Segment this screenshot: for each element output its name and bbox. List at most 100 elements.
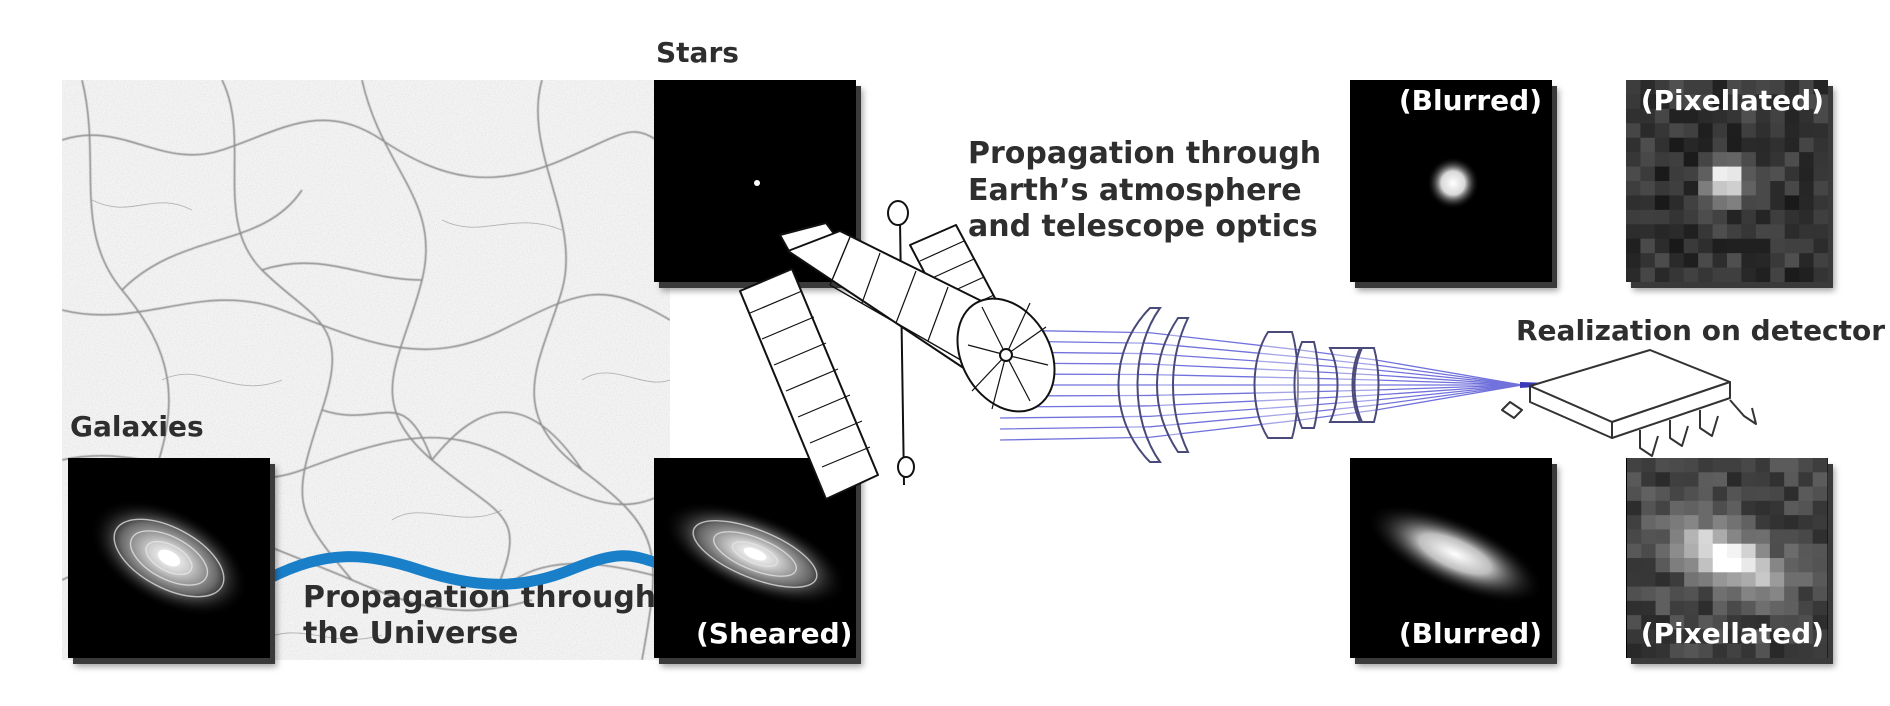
- light-ray: [1000, 362, 1523, 386]
- detector-pixel: [1655, 500, 1671, 516]
- detector-pixel: [1712, 586, 1728, 602]
- detector-pixel: [1784, 209, 1800, 225]
- detector-pixel: [1626, 80, 1641, 95]
- detector-pixel: [1712, 94, 1728, 110]
- detector-pixel: [1727, 195, 1742, 211]
- pixellated-star-panel: (Pixellated): [1626, 80, 1828, 282]
- detector-pixel: [1627, 600, 1642, 616]
- detector-pixel: [1755, 486, 1771, 502]
- detector-pixel: [1798, 500, 1814, 516]
- detector-pixel: [1712, 166, 1728, 182]
- detector-pixel: [1641, 500, 1657, 516]
- detector-pixel: [1798, 486, 1814, 502]
- detector-pixel: [1655, 615, 1671, 630]
- detector-pixel: [1712, 80, 1728, 95]
- detector-pixel: [1698, 529, 1714, 545]
- detector-pixel: [1683, 166, 1699, 182]
- detector-pixel: [1654, 152, 1670, 168]
- detector-pixel: [1655, 486, 1671, 502]
- detector-pixel: [1727, 500, 1742, 516]
- detector-pixel: [1755, 558, 1771, 573]
- detector-pixel: [1813, 80, 1828, 95]
- detector-pixel: [1812, 472, 1828, 488]
- detector-pixel: [1640, 267, 1656, 282]
- detector-pixel: [1669, 500, 1685, 516]
- detector-pixel: [1683, 253, 1699, 269]
- detector-pixel: [1755, 643, 1771, 658]
- detector-pixel: [1769, 472, 1785, 488]
- detector-pixel: [1784, 123, 1800, 139]
- detector-pixel: [1655, 572, 1671, 588]
- detector-pixel: [1784, 181, 1800, 196]
- detector-pixel: [1669, 181, 1685, 196]
- detector-pixel: [1741, 152, 1757, 168]
- detector-pixel: [1727, 166, 1742, 182]
- detector-pixel: [1741, 643, 1757, 658]
- detector-pixel: [1684, 643, 1699, 658]
- blurred-galaxy-panel: (Blurred): [1350, 458, 1552, 658]
- detector-pixel: [1727, 267, 1742, 282]
- detector-pixel: [1683, 195, 1699, 211]
- detector-pixel: [1626, 238, 1641, 254]
- detector-pixel: [1669, 108, 1685, 124]
- detector-pixel: [1812, 458, 1828, 473]
- detector-pixel: [1784, 586, 1799, 602]
- detector-pixel: [1627, 629, 1642, 645]
- detector-pixel: [1626, 166, 1641, 182]
- detector-pixel: [1727, 209, 1742, 225]
- detector-pixel: [1684, 500, 1699, 516]
- detector-pixel: [1712, 515, 1728, 530]
- detector-pixel: [1799, 253, 1815, 269]
- detector-pixel: [1799, 108, 1815, 124]
- detector-pixel: [1770, 123, 1786, 139]
- detector-pixel: [1813, 123, 1828, 139]
- detector-pixel: [1784, 486, 1799, 502]
- detector-pixel: [1698, 600, 1714, 616]
- detector-pixel: [1784, 643, 1799, 658]
- detector-pixel: [1641, 529, 1657, 545]
- detector-pixel: [1812, 586, 1828, 602]
- detector-pixel: [1784, 108, 1800, 124]
- detector-pixel: [1626, 209, 1641, 225]
- detector-pixel: [1669, 529, 1685, 545]
- detector-pixel: [1641, 572, 1657, 588]
- detector-pixel: [1669, 586, 1685, 602]
- detector-pixel: [1669, 572, 1685, 588]
- detector-pixel: [1669, 458, 1685, 473]
- detector-pixel: [1812, 572, 1828, 588]
- detector-pixel: [1741, 137, 1757, 153]
- detector-pixel: [1813, 267, 1828, 282]
- detector-pixel: [1698, 253, 1714, 269]
- detector-pixel: [1755, 586, 1771, 602]
- detector-pixel: [1741, 572, 1757, 588]
- detector-pixel: [1769, 458, 1785, 473]
- detector-pixel: [1669, 515, 1685, 530]
- detector-pixel: [1654, 181, 1670, 196]
- detector-pixel: [1654, 108, 1670, 124]
- detector-pixel: [1813, 195, 1828, 211]
- detector-pixel: [1655, 472, 1671, 488]
- detector-pixel: [1712, 500, 1728, 516]
- detector-pixel: [1626, 123, 1641, 139]
- detector-pixel: [1683, 137, 1699, 153]
- detector-pixel: [1669, 486, 1685, 502]
- detector-pixel: [1627, 515, 1642, 530]
- detector-pixel: [1712, 108, 1728, 124]
- detector-pixel: [1755, 94, 1771, 110]
- detector-pixel: [1669, 267, 1685, 282]
- detector-pixel: [1770, 238, 1786, 254]
- detector-pixel: [1784, 238, 1800, 254]
- detector-pixel: [1712, 152, 1728, 168]
- detector-pixel: [1813, 224, 1828, 240]
- detector-pixel: [1755, 600, 1771, 616]
- detector-pixel: [1683, 152, 1699, 168]
- detector-pixel: [1669, 123, 1685, 139]
- detector-pixel: [1712, 195, 1728, 211]
- detector-pixel: [1712, 238, 1728, 254]
- detector-pixel: [1655, 529, 1671, 545]
- detector-pixel: [1813, 253, 1828, 269]
- detector-pixel: [1655, 643, 1671, 658]
- detector-pixel: [1627, 529, 1642, 545]
- detector-pixel: [1770, 166, 1786, 182]
- detector-pixel: [1640, 123, 1656, 139]
